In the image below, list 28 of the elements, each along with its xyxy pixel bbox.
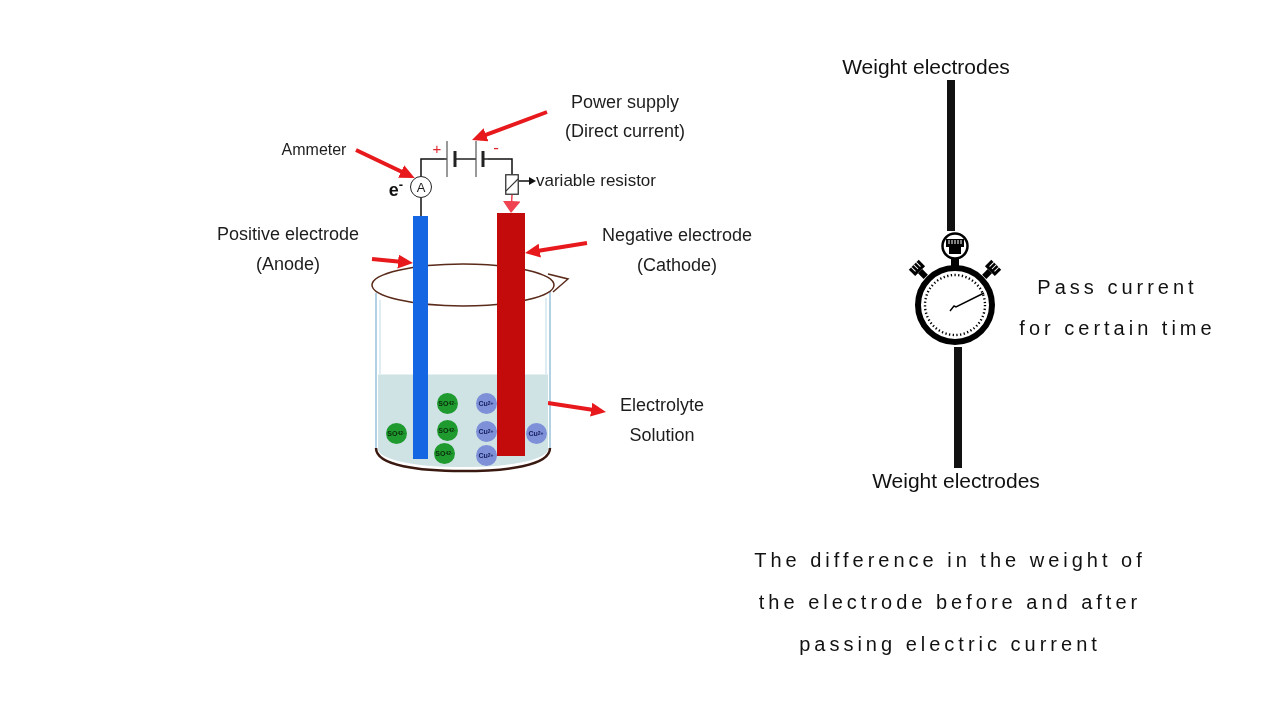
step-label: Weight electrodes xyxy=(831,54,1021,80)
battery-symbol xyxy=(444,140,488,178)
polarity-sign: - xyxy=(492,139,500,157)
leader-arrow xyxy=(371,254,413,269)
wire xyxy=(420,197,422,217)
cathode-electrode xyxy=(497,213,525,456)
callout-text: Ammeter xyxy=(272,139,356,161)
polarity-sign: + xyxy=(431,140,443,158)
leader-arrow xyxy=(525,241,588,258)
wire-arrow xyxy=(502,194,521,213)
leader-arrow xyxy=(355,148,415,178)
callout-text: Electrolyte Solution xyxy=(606,390,718,450)
electron-symbol: e$^{-}$ xyxy=(387,180,405,200)
pointer-arrow xyxy=(518,177,536,185)
callout-text: variable resistor xyxy=(536,170,692,192)
callout-text: Negative electrode (Cathode) xyxy=(587,220,767,280)
variable-resistor-symbol xyxy=(505,174,519,195)
wire xyxy=(420,158,445,177)
conclusion-text: The difference in the weight of the electrode before and after passing electric current xyxy=(753,548,1147,657)
leader-arrow xyxy=(472,110,548,142)
callout-text: Positive electrode (Anode) xyxy=(204,219,372,279)
anode-electrode xyxy=(413,216,428,459)
leader-arrow xyxy=(547,401,606,417)
caption-text: Pass current for certain time xyxy=(1018,275,1217,341)
callout-text: Power supply (Direct current) xyxy=(547,88,703,146)
wire xyxy=(487,158,513,175)
step-label: Weight electrodes xyxy=(861,468,1051,494)
ammeter-symbol: A xyxy=(410,176,432,198)
